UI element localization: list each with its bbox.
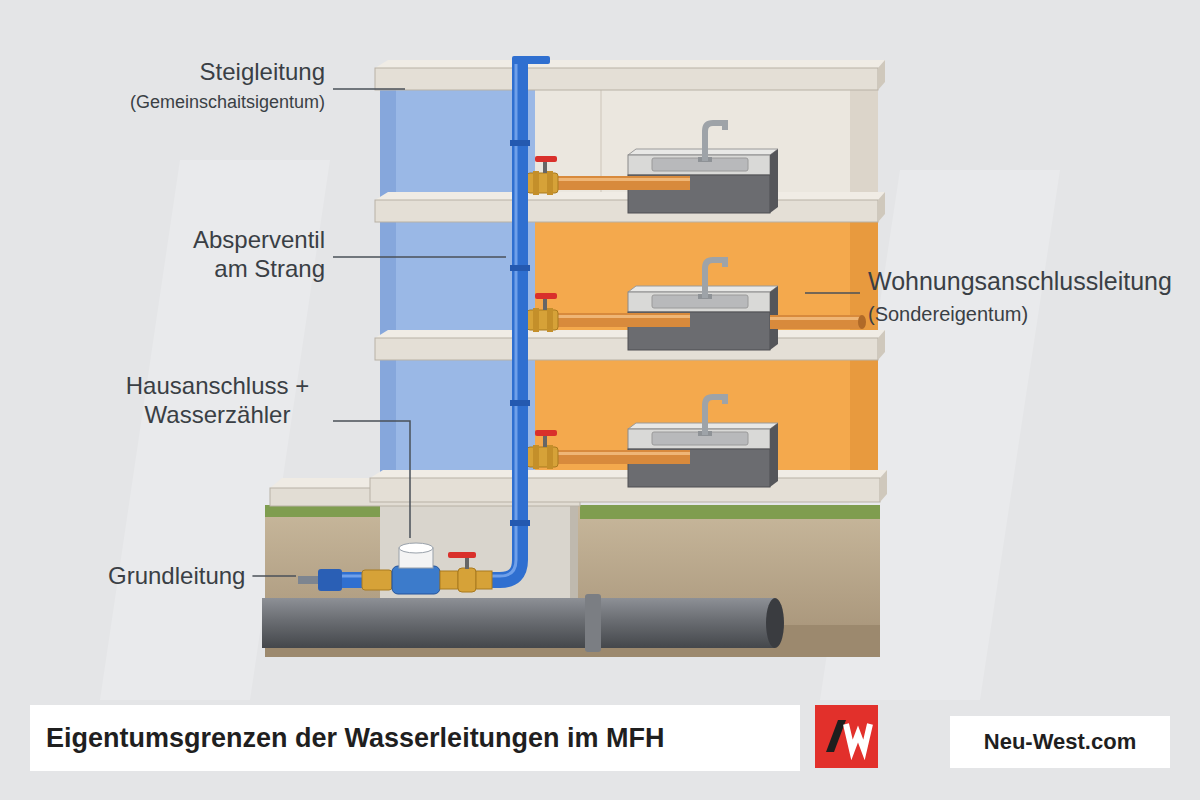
- brass-fitting: [476, 571, 492, 589]
- grass: [580, 505, 880, 519]
- leader-line: [252, 575, 296, 577]
- leader-line: [333, 88, 405, 90]
- label-holder: Grundleitung: [108, 562, 245, 591]
- logo-mark: [846, 724, 870, 750]
- ownership-label: (Gemeinschaitsigentum): [130, 92, 325, 114]
- part-label: Hausanschluss + Wasserzähler: [110, 372, 325, 430]
- slab-front: [370, 478, 880, 502]
- slab-end: [878, 192, 885, 222]
- part-label: Steigleitung: [200, 58, 325, 87]
- title-holder: Eigentumsgrenzen der Wasserleitungen im …: [46, 705, 794, 771]
- label-holder: Neu-West.com: [950, 716, 1170, 768]
- site-name: Neu-West.com: [984, 729, 1136, 755]
- brass-fitting: [362, 570, 392, 590]
- ownership-label: (Sondereigentum): [868, 302, 1028, 326]
- valve-handle: [448, 552, 476, 558]
- meter-dial: [399, 543, 433, 553]
- sewer-pipe: [262, 598, 775, 648]
- brass-fitting: [440, 571, 458, 589]
- apartment-branch: [527, 397, 778, 487]
- title-box: [30, 705, 800, 771]
- pipe-joint: [585, 594, 601, 652]
- apartment-branch: [527, 260, 778, 350]
- slab-end: [878, 330, 885, 360]
- logo-square: [815, 705, 878, 768]
- slab-front: [375, 200, 878, 222]
- slab-end: [878, 60, 885, 90]
- label-holder: (Sondereigentum): [868, 302, 1028, 326]
- apartment-pipe: [770, 315, 862, 329]
- riser-pipe: [318, 58, 520, 580]
- site-box: [950, 716, 1170, 768]
- leader-line: [333, 421, 410, 538]
- riser-cap: [512, 56, 550, 64]
- roof-slab: [375, 60, 885, 90]
- label-holder: Wohnungsanschlussleitung: [868, 266, 1172, 296]
- ball-valve: [458, 568, 476, 592]
- pipe-highlight: [770, 317, 862, 320]
- part-label: Grundleitung: [108, 562, 245, 591]
- pipe-coupling: [510, 265, 530, 271]
- part-label: Absperventil am Strang: [155, 226, 325, 284]
- riser-highlight: [318, 58, 516, 576]
- pipe-coupling: [510, 400, 530, 406]
- label-holder: (Gemeinschaitsigentum): [130, 92, 325, 114]
- label-holder: Steigleitung: [200, 58, 325, 87]
- slab-front: [375, 68, 878, 90]
- leader-line: [805, 292, 860, 294]
- riser-shaft: [380, 80, 535, 480]
- pipe-coupling: [510, 520, 530, 526]
- pipe-coupling: [510, 140, 530, 146]
- logo-slash: [826, 720, 846, 752]
- pipe-end: [858, 315, 866, 329]
- part-label: Wohnungsanschlussleitung: [868, 266, 1172, 296]
- water-meter: [392, 566, 440, 594]
- slab-top: [375, 60, 885, 68]
- grass: [265, 505, 380, 517]
- label-holder: Absperventil am Strang: [155, 226, 325, 284]
- apartment-branch: [527, 123, 778, 213]
- slab-end: [880, 470, 887, 502]
- leader-line: [333, 256, 506, 258]
- diagram-title: Eigentumsgrenzen der Wasserleitungen im …: [46, 723, 665, 754]
- base-slab-top: [270, 478, 380, 488]
- label-holder: Hausanschluss + Wasserzähler: [110, 372, 325, 430]
- pipe-nut: [318, 569, 342, 591]
- shaft-edge: [380, 80, 396, 480]
- valve-stem: [465, 557, 469, 569]
- service-pipe: [298, 576, 320, 584]
- slab-front: [375, 338, 878, 360]
- pipe-end: [766, 598, 784, 648]
